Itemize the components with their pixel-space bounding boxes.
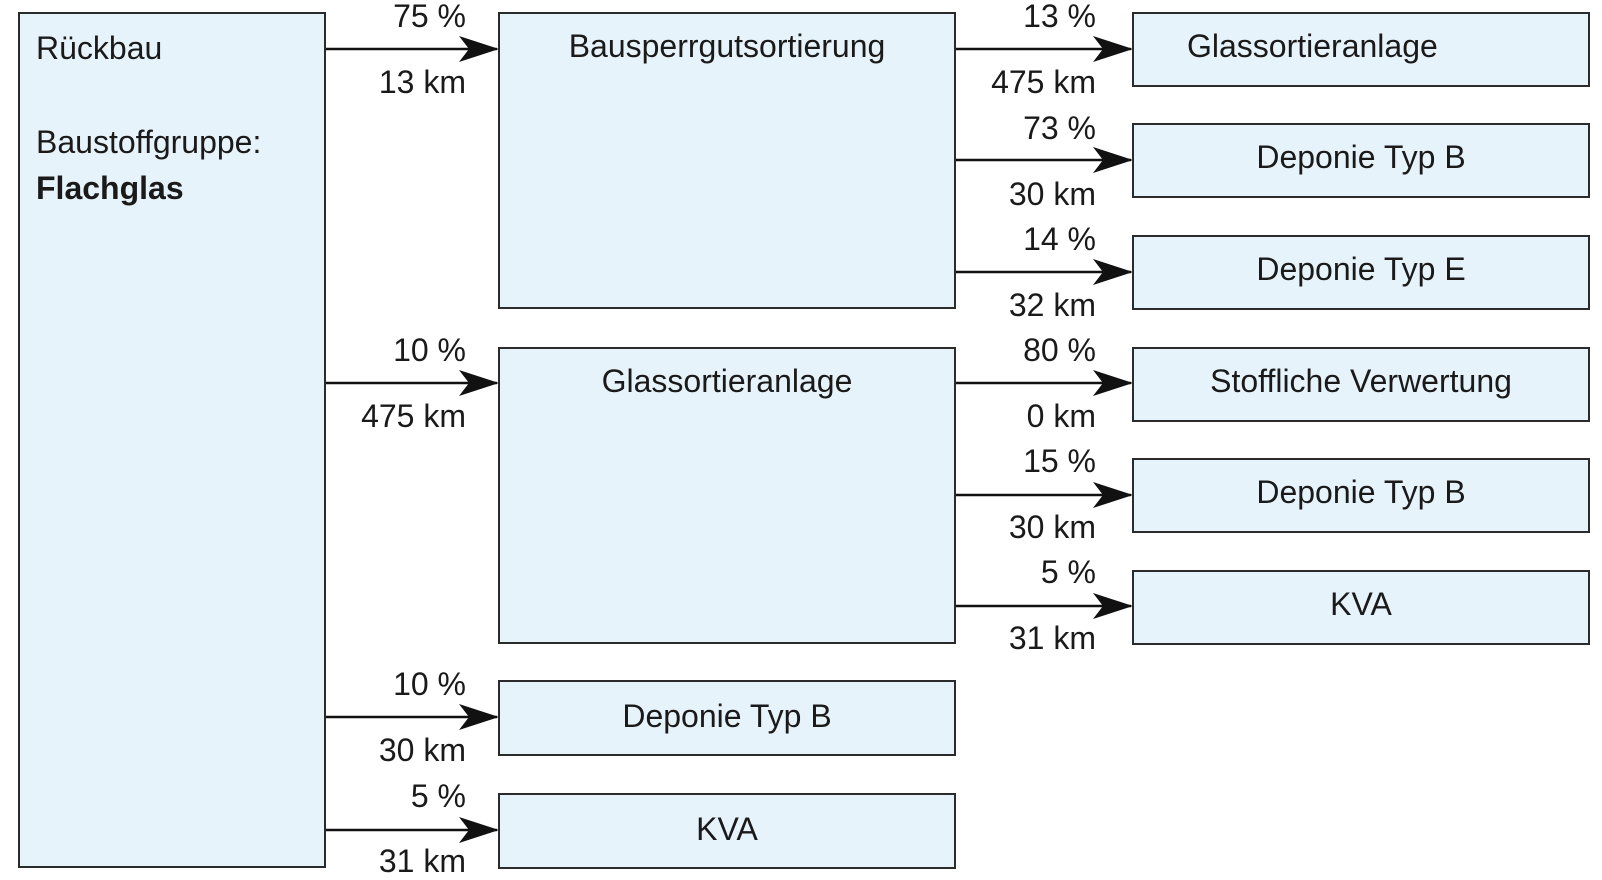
box-label: Glassortieranlage bbox=[1187, 28, 1438, 64]
box-l2-kva: KVA bbox=[1132, 570, 1590, 645]
box-label: Deponie Typ E bbox=[1256, 251, 1466, 287]
source-box: Rückbau Baustoffgruppe: Flachglas bbox=[18, 12, 326, 868]
pct-bs-deponie-e: 14 % bbox=[1023, 221, 1096, 257]
source-group-value: Flachglas bbox=[36, 170, 184, 206]
box-deponie-typ-b: Deponie Typ B bbox=[498, 680, 956, 756]
km-to-glassortier: 475 km bbox=[361, 398, 466, 434]
pct-to-kva: 5 % bbox=[410, 778, 466, 814]
pct-bs-glassortier: 13 % bbox=[1023, 0, 1096, 34]
pct-to-glassortier: 10 % bbox=[393, 332, 466, 368]
box-label: Deponie Typ B bbox=[1256, 474, 1466, 510]
km-bs-deponie-b: 30 km bbox=[1008, 176, 1096, 212]
box-glassortieranlage: Glassortieranlage bbox=[498, 347, 956, 644]
box-label: Bausperrgutsortierung bbox=[568, 28, 886, 64]
box-label: Deponie Typ B bbox=[622, 698, 832, 734]
pct-gs-deponie-b: 15 % bbox=[1023, 443, 1096, 479]
km-gs-verwertung: 0 km bbox=[1026, 398, 1096, 434]
km-bs-glassortier: 475 km bbox=[991, 64, 1096, 100]
km-to-deponie-b: 30 km bbox=[378, 732, 466, 768]
box-l2-deponie-typ-b: Deponie Typ B bbox=[1132, 123, 1590, 198]
pct-gs-verwertung: 80 % bbox=[1023, 332, 1096, 368]
source-group-label: Baustoffgruppe: bbox=[36, 124, 262, 160]
pct-bs-deponie-b: 73 % bbox=[1023, 110, 1096, 146]
km-gs-kva: 31 km bbox=[1008, 620, 1096, 656]
box-label: KVA bbox=[696, 811, 758, 847]
box-bausperrgutsortierung: Bausperrgutsortierung bbox=[498, 12, 956, 309]
box-kva: KVA bbox=[498, 793, 956, 869]
km-gs-deponie-b: 30 km bbox=[1008, 509, 1096, 545]
box-label: KVA bbox=[1330, 586, 1392, 622]
box-l2-deponie-typ-b-2: Deponie Typ B bbox=[1132, 458, 1590, 533]
km-to-bausperrgut: 13 km bbox=[378, 64, 466, 100]
pct-to-bausperrgut: 75 % bbox=[393, 0, 466, 34]
pct-gs-kva: 5 % bbox=[1040, 554, 1096, 590]
box-label: Stoffliche Verwertung bbox=[1210, 363, 1512, 399]
pct-to-deponie-b: 10 % bbox=[393, 666, 466, 702]
box-label: Deponie Typ B bbox=[1256, 139, 1466, 175]
box-label: Glassortieranlage bbox=[601, 363, 853, 399]
km-bs-deponie-e: 32 km bbox=[1008, 287, 1096, 323]
box-l2-glassortieranlage: Glassortieranlage bbox=[1132, 12, 1590, 87]
source-title: Rückbau bbox=[36, 30, 163, 66]
box-l2-deponie-typ-e: Deponie Typ E bbox=[1132, 235, 1590, 310]
km-to-kva: 31 km bbox=[378, 843, 466, 879]
box-l2-stoffliche-verwertung: Stoffliche Verwertung bbox=[1132, 347, 1590, 422]
